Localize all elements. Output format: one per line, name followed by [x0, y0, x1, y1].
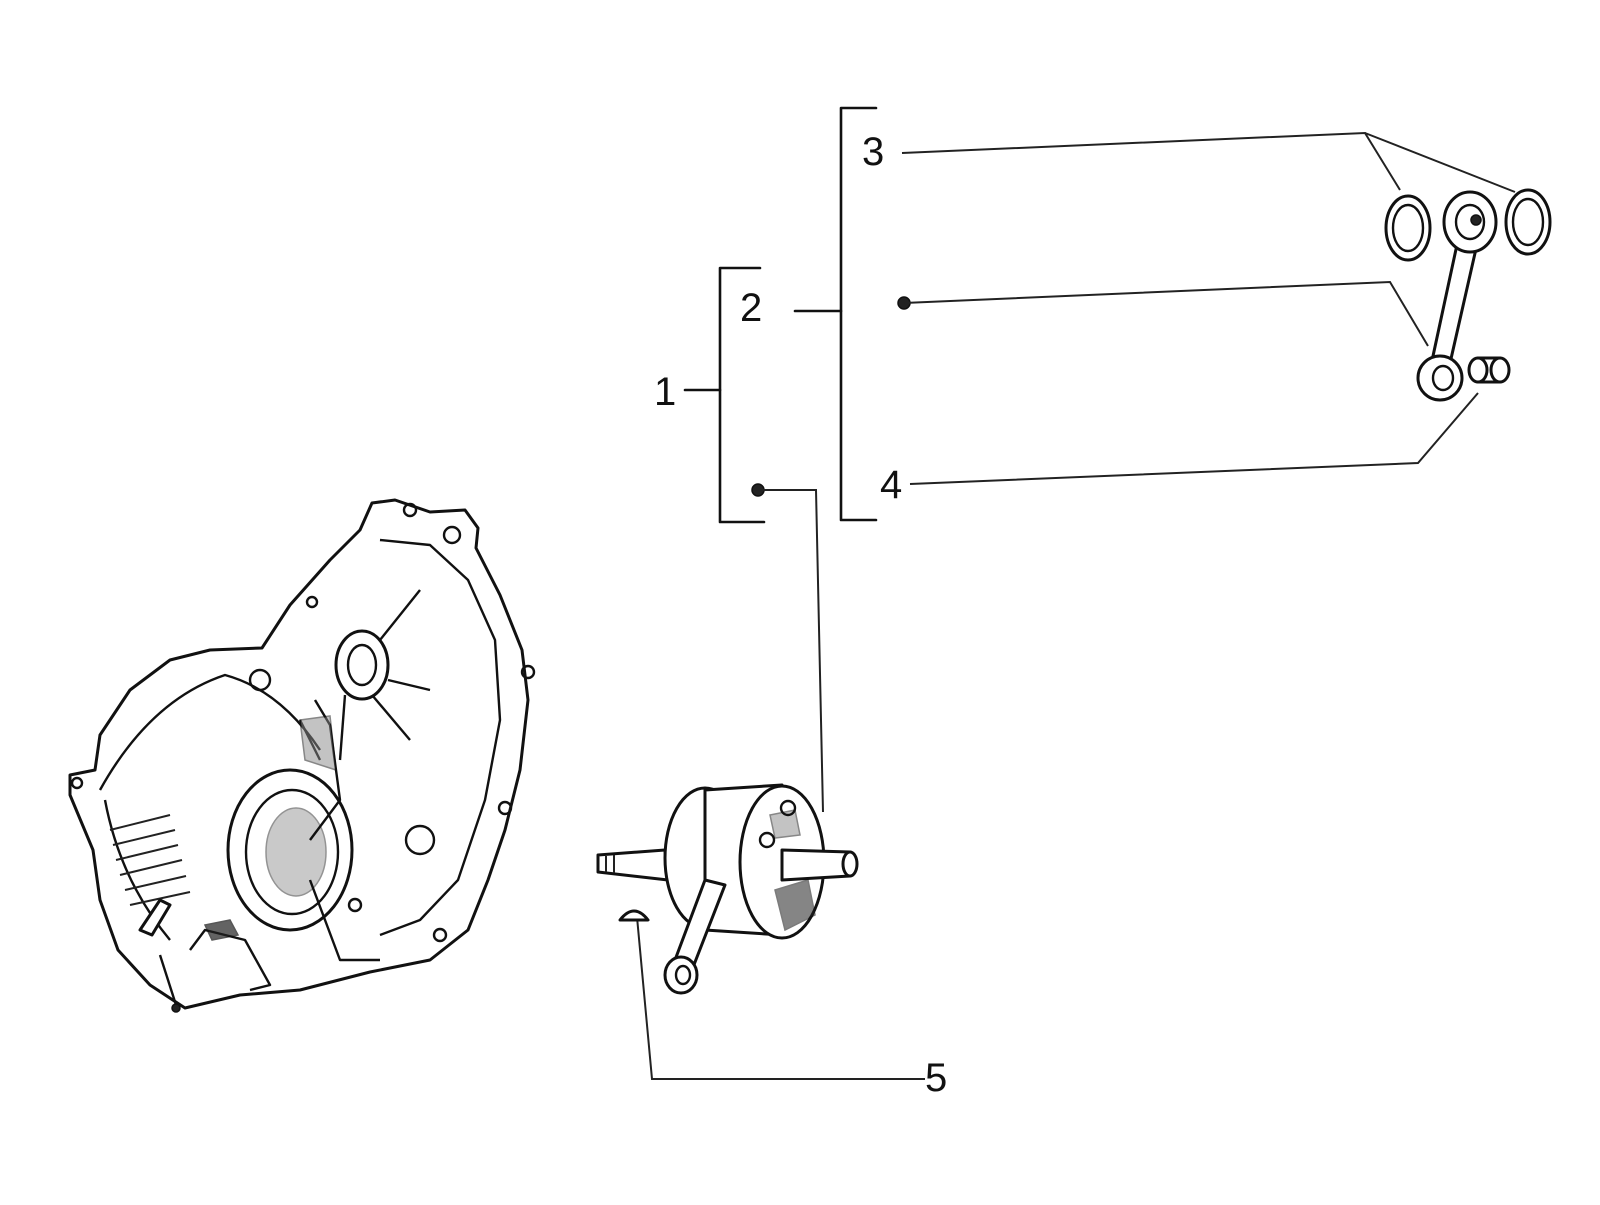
callout-5: 5 — [925, 1056, 948, 1100]
woodruff-key — [618, 909, 650, 922]
bracket-1 — [718, 266, 766, 524]
callout-2: 2 — [740, 286, 763, 330]
leader-4 — [909, 392, 1479, 485]
bracket-2 — [839, 106, 878, 522]
callout-1: 1 — [654, 370, 677, 414]
leader-3b — [1364, 132, 1516, 193]
crankcase-half — [68, 498, 536, 1013]
piston-pin-bushing — [1467, 356, 1511, 384]
bolt-holes — [70, 502, 536, 943]
connecting-rod — [1416, 190, 1498, 402]
leader-lines — [636, 106, 1516, 1080]
leader-5 — [636, 916, 925, 1080]
leader-3a — [901, 131, 1401, 191]
leader-crank — [758, 489, 824, 813]
crankshaft — [596, 783, 859, 995]
shim-washer-right — [1504, 188, 1552, 256]
leader-rod — [903, 280, 1429, 347]
callout-3: 3 — [862, 130, 885, 174]
callout-4: 4 — [880, 463, 903, 507]
shim-washer-left — [1384, 194, 1432, 262]
